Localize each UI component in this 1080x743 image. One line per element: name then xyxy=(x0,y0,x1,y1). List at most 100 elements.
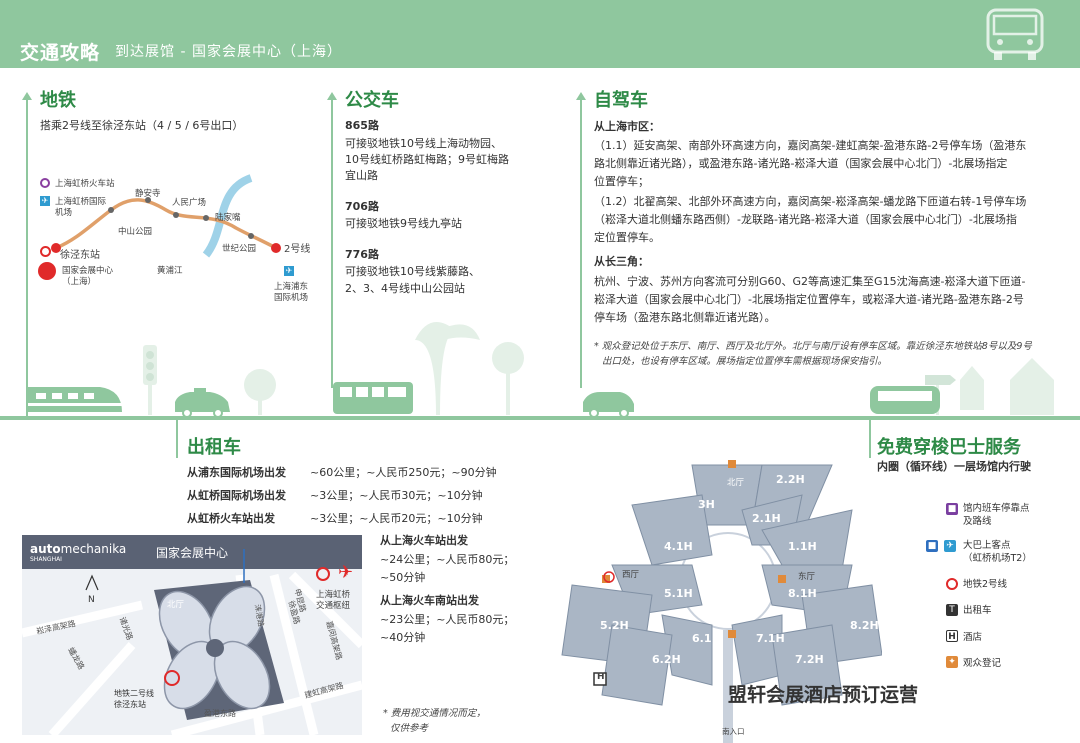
drive-r2-3: 定位置停车。 xyxy=(594,231,660,244)
drive-note-2: 出口处，也设有停车区域。展场指定位置停车需根据现场保安指引。 xyxy=(602,356,888,367)
drive-note-1: * 观众登记处位于东厅、南厅、西厅及北厅外。北厅与南厅设有停车区域。靠近徐泾东地… xyxy=(594,341,1032,352)
hub-plane-icon: ✈ xyxy=(338,562,354,583)
shuttle-title: 免费穿梭巴士服务 xyxy=(877,437,1021,458)
legend-taxi: 出租车 xyxy=(963,605,992,616)
hotel-icon-legend: H xyxy=(946,630,958,642)
bus-marker xyxy=(327,92,337,100)
drive-yrd-head: 从长三角： xyxy=(594,255,649,268)
hall-south-label: 南入口 xyxy=(722,727,745,736)
train-icon xyxy=(28,387,122,412)
shuttle-bus-icon xyxy=(870,386,940,414)
station-line2-dot xyxy=(271,243,281,253)
metro-logo-icon xyxy=(40,246,51,257)
shuttle-line xyxy=(869,420,871,458)
taxi-from-pudong: 从浦东国际机场出发 xyxy=(187,466,286,479)
station-pudong-2: 国际机场 xyxy=(274,293,309,303)
taxi-line xyxy=(176,420,178,458)
legend-coach-1: 大巴上客点 xyxy=(963,540,1011,551)
shuttle-stop-icon: ■ xyxy=(946,503,958,515)
taxi-rail2-b: ~40分钟 xyxy=(380,631,426,644)
map-metro-2: 徐泾东站 xyxy=(114,700,146,709)
drive-r2-2: （崧泽大道北侧蟠东路西侧）-龙联路-诸光路-崧泽大道（国家会展中心北门）-北展场… xyxy=(594,213,1017,226)
page-title: 交通攻略 xyxy=(20,42,101,64)
map-venue-title: 国家会展中心 xyxy=(156,546,229,560)
necc-logo-icon xyxy=(38,262,56,280)
station-zhongshan: 中山公园 xyxy=(118,227,153,237)
airport-icon-pudong: ✈ xyxy=(284,266,294,276)
taxi-icon-legend: T xyxy=(946,604,958,616)
station-xujingdong-dot xyxy=(51,243,61,253)
bus-route-706-l1: 可接驳地铁9号线九亭站 xyxy=(345,217,462,230)
station-line2: 2号线 xyxy=(284,244,311,255)
bus-route-776-l2: 2、3、4号线中山公园站 xyxy=(345,282,465,295)
drive-r1-2: 路北侧靠近诸光路），或盈港东路-诸光路-崧泽大道（国家会展中心北门）-北展场指定 xyxy=(594,157,1008,170)
station-century-dot xyxy=(248,233,254,239)
drive-title: 自驾车 xyxy=(594,90,648,111)
brand-mechanika: mechanika xyxy=(60,542,127,556)
metro-desc: 搭乘2号线至徐泾东站（4 / 5 / 6号出口） xyxy=(40,119,244,132)
hub-label-1: 上海虹桥 xyxy=(316,590,351,600)
hub-label-2: 交通枢纽 xyxy=(316,601,351,611)
hall-hotel-label: H xyxy=(597,672,605,682)
hub-metro-icon xyxy=(316,567,330,581)
bus-line xyxy=(331,98,333,388)
north-arrow: N xyxy=(88,595,95,605)
station-century: 世纪公园 xyxy=(222,244,257,254)
drive-city-head: 从上海市区： xyxy=(594,120,660,133)
taxi-rail1-a: ~24公里；~人民币80元； xyxy=(380,553,515,566)
bus-route-865-l2: 10号线虹桥路虹梅路；9号虹梅路 xyxy=(345,153,509,166)
venue-map: automechanika SHANGHAI 国家会展中心 N 北厅 崧泽高架路… xyxy=(22,535,362,735)
legend-shuttle-2: 及路线 xyxy=(963,516,992,527)
hall-label: 8.2H xyxy=(850,619,879,632)
station-lujiazui: 陆家嘴 xyxy=(215,213,241,223)
station-hongqiao-rail: 上海虹桥火车站 xyxy=(55,179,115,189)
metro-map xyxy=(51,174,281,258)
taxi-title: 出租车 xyxy=(187,437,241,458)
bus-route-706: 706路 xyxy=(345,200,379,213)
legend-hotel: 酒店 xyxy=(963,632,983,643)
shuttle-sub: 内圈（循环线）一层场馆内行驶 xyxy=(877,460,1031,473)
station-jingan-dot xyxy=(145,197,151,203)
coach-icon: ■ xyxy=(926,540,938,552)
legend-registration: 观众登记 xyxy=(963,658,1002,669)
station-renmin: 人民广场 xyxy=(172,198,207,208)
station-necc-2: （上海） xyxy=(62,277,97,287)
hall-west-label: 西厅 xyxy=(622,570,640,580)
taxi-info-pudong: ~60公里；~人民币250元；~90分钟 xyxy=(310,466,497,479)
airport-icon-hongqiao: ✈ xyxy=(40,196,50,206)
venue-map-drawing xyxy=(22,535,362,735)
hall-label: 8.1H xyxy=(788,587,817,600)
station-hongqiao-airport-2: 机场 xyxy=(55,208,73,218)
map-road-6: 盈港东路 xyxy=(204,709,236,718)
taxi-rail1-head: 从上海火车站出发 xyxy=(380,534,468,547)
legend-metro: 地铁2号线 xyxy=(963,579,1008,590)
hall-north-label: 北厅 xyxy=(727,478,745,488)
drive-marker xyxy=(576,92,586,100)
legend-coach-2: （虹桥机场T2） xyxy=(963,553,1032,564)
bus-route-776: 776路 xyxy=(345,248,379,261)
station-necc-1: 国家会展中心 xyxy=(62,266,114,276)
station-jingan: 静安寺 xyxy=(135,189,161,199)
drive-y3: 停车场（盈港东路北侧靠近诸光路）。 xyxy=(594,311,776,324)
map-metro-1: 地铁二号线 xyxy=(114,689,154,698)
drive-r1-3: 位置停车； xyxy=(594,175,649,188)
river-huangpu: 黄浦江 xyxy=(157,266,183,276)
bus-route-865: 865路 xyxy=(345,119,379,132)
drive-r2-1: （1.2）北翟高架、北部外环高速方向，嘉闵高架-崧泽高架-蟠龙路下匝道右转-1号… xyxy=(594,195,1027,208)
scenery-decor xyxy=(143,322,1054,415)
taxi-info-hongqiao-airport: ~3公里；~人民币30元；~10分钟 xyxy=(310,489,483,502)
drive-line xyxy=(580,98,582,388)
taxi-from-hongqiao-rail: 从虹桥火车站出发 xyxy=(187,512,275,525)
hall-label: 2.2H xyxy=(776,473,805,486)
bus-title: 公交车 xyxy=(345,90,399,111)
hall-label: 3H xyxy=(698,498,715,511)
bus-route-776-l1: 可接驳地铁10号线紫藤路、 xyxy=(345,265,480,278)
hall-label: 5.2H xyxy=(600,619,629,632)
taxi-info-hongqiao-rail: ~3公里；~人民币20元；~10分钟 xyxy=(310,512,483,525)
station-lujiazui-dot xyxy=(203,215,209,221)
reg-marker xyxy=(728,460,736,468)
hongqiao-rail-icon xyxy=(40,178,50,188)
hall-label: 1.1H xyxy=(788,540,817,553)
metro-icon-legend xyxy=(946,578,958,590)
